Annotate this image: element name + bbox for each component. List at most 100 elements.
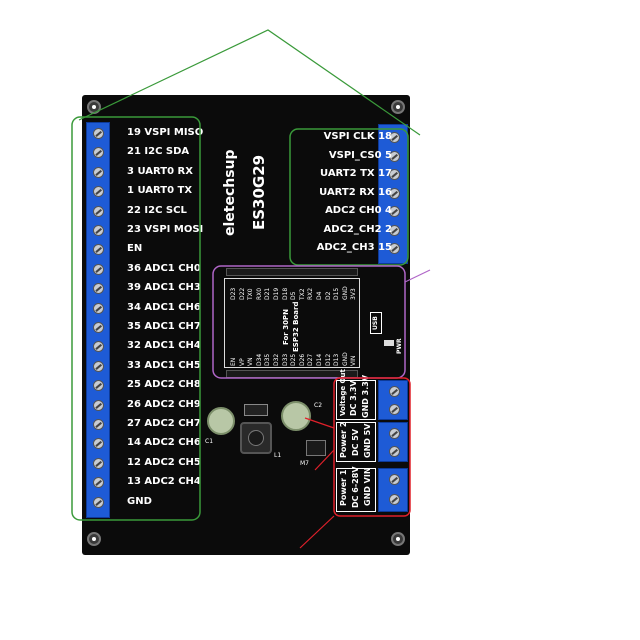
esp-top-pin-label: D15 [333, 287, 341, 300]
left-pin-label: 23 VSPI MOSI [127, 224, 204, 235]
left-pin-label: 39 ADC1 CH3 [127, 282, 201, 294]
esp-bottom-pin-label: GND [341, 352, 349, 366]
screw-icon [93, 399, 104, 411]
screw-icon [93, 225, 104, 236]
c2-label: C2 [314, 402, 323, 409]
screw-icon [93, 263, 104, 275]
model-label: ES30G29 [250, 154, 268, 230]
voltage-out-line1: DC 3.3V [349, 380, 358, 416]
esp-top-pin-label: GND [341, 286, 349, 300]
screw-icon [93, 457, 104, 469]
capacitor-c1 [207, 407, 235, 435]
module-text-2: ESP32 Board [292, 301, 300, 352]
screw-icon [93, 166, 104, 178]
esp-top-pin-label: D18 [281, 287, 289, 300]
m7-label: M7 [300, 460, 309, 467]
esp-top-pin-label: D23 [230, 287, 237, 300]
right-pin-label: UART2 TX 17 [320, 168, 392, 179]
capacitor-c2 [281, 401, 311, 431]
esp-bottom-pin-label: VN [247, 357, 255, 366]
left-pin-label: 19 VSPI MISO [127, 127, 204, 138]
esp-bottom-pin-label: D33 [281, 353, 289, 366]
esp-top-pin-label: D5 [290, 291, 298, 300]
left-pin-label: EN [127, 243, 143, 255]
pwr-label: PWR [396, 338, 403, 354]
screw-icon [389, 494, 400, 505]
mounting-hole-top-right [391, 100, 405, 114]
esp-bottom-pin-label: D14 [316, 353, 323, 366]
c1-label: C1 [205, 438, 214, 445]
brand-label: eletechsup [222, 149, 238, 236]
esp-bottom-pin-label: D25 [290, 353, 298, 366]
left-pin-label: 27 ADC2 CH7 [127, 418, 201, 429]
screw-icon [93, 302, 104, 314]
right-pin-label: VSPI CLK 18 [323, 131, 392, 142]
voltage-out-title: Voltage Out [339, 369, 347, 416]
voltage-out-line2: GND 3.3V [361, 374, 370, 418]
power1-title: Power 1 [339, 469, 348, 506]
screw-icon [93, 496, 104, 508]
screw-icon [93, 360, 104, 372]
left-pin-label: 34 ADC1 CH6 [127, 301, 201, 313]
screw-icon [93, 419, 104, 430]
screw-icon [389, 446, 400, 457]
left-pin-label: 26 ADC2 CH9 [127, 398, 201, 410]
left-pin-label: 12 ADC2 CH5 [127, 456, 201, 468]
mounting-hole-bottom-left [87, 532, 101, 546]
module-text-1: For 30PN [282, 309, 290, 345]
right-pin-label: ADC2_CH2 2 [323, 223, 392, 235]
esp-bottom-pin-label: D12 [324, 353, 332, 366]
left-pin-label: 13 ADC2 CH4 [127, 476, 201, 488]
esp-bottom-pin-label: D34 [255, 353, 263, 366]
power2-title: Power 2 [339, 421, 348, 458]
esp-top-pin-label: TX0 [247, 288, 255, 300]
esp32-header-top [226, 268, 358, 276]
power1-line1: DC 6-28V [351, 466, 360, 508]
esp-top-pin-label: D21 [264, 287, 272, 300]
inductor-core [248, 430, 264, 446]
left-pin-label: 3 UART0 RX [127, 165, 193, 177]
screw-icon [93, 205, 104, 217]
left-pin-label: 32 ADC1 CH4 [127, 340, 201, 352]
esp-bottom-pin-label: D27 [307, 353, 315, 366]
screw-icon [389, 404, 400, 415]
power2-line2: GND 5V [363, 423, 372, 458]
esp-top-pin-label: RX0 [255, 287, 263, 300]
power1-line2: GND VIN [363, 467, 372, 506]
left-pin-label: 21 I2C SDA [127, 146, 190, 158]
esp-top-pin-label: TX2 [298, 288, 306, 300]
esp-top-pin-label: D19 [273, 287, 280, 300]
screw-icon [389, 428, 400, 439]
mounting-hole-bottom-right [391, 532, 405, 546]
esp-bottom-pin-label: D32 [273, 353, 280, 366]
esp-bottom-pin-label: D13 [333, 353, 341, 366]
left-pin-label: 14 ADC2 CH6 [127, 437, 201, 449]
esp-top-pin-label: D2 [324, 291, 332, 300]
power2-line1: DC 5V [351, 428, 360, 456]
usb-label: USB [372, 316, 379, 330]
esp-top-pin-label: D22 [238, 287, 246, 300]
screw-icon [389, 474, 400, 485]
left-pin-label: 25 ADC2 CH8 [127, 379, 201, 391]
right-pin-label: UART2 RX 16 [319, 186, 392, 198]
screw-icon [93, 128, 104, 139]
screw-icon [389, 386, 400, 397]
diode-d1 [244, 404, 268, 416]
esp-bottom-pin-label: D26 [298, 353, 306, 366]
left-pin-label: 22 I2C SCL [127, 204, 187, 216]
esp-top-pin-label: RX2 [307, 287, 315, 300]
right-pin-label: VSPI_CS0 5 [328, 149, 392, 161]
esp-top-pin-label: D4 [316, 291, 323, 300]
esp-bottom-pin-label: VP [238, 358, 246, 366]
screw-icon [93, 322, 104, 333]
left-pin-label: 1 UART0 TX [127, 185, 193, 197]
left-pin-label: GND [127, 495, 152, 507]
esp-bottom-pin-label: D35 [264, 353, 272, 366]
esp-top-pin-label: 3V3 [350, 288, 358, 300]
left-pin-label: 36 ADC1 CH0 [127, 262, 201, 274]
right-pin-label: ADC2_CH3 15 [316, 242, 392, 253]
left-pin-label: 35 ADC1 CH7 [127, 321, 201, 332]
esp-bottom-pin-label: VIN [350, 355, 358, 366]
mounting-hole-top-left [87, 100, 101, 114]
right-pin-label: ADC2 CH0 4 [325, 205, 392, 216]
